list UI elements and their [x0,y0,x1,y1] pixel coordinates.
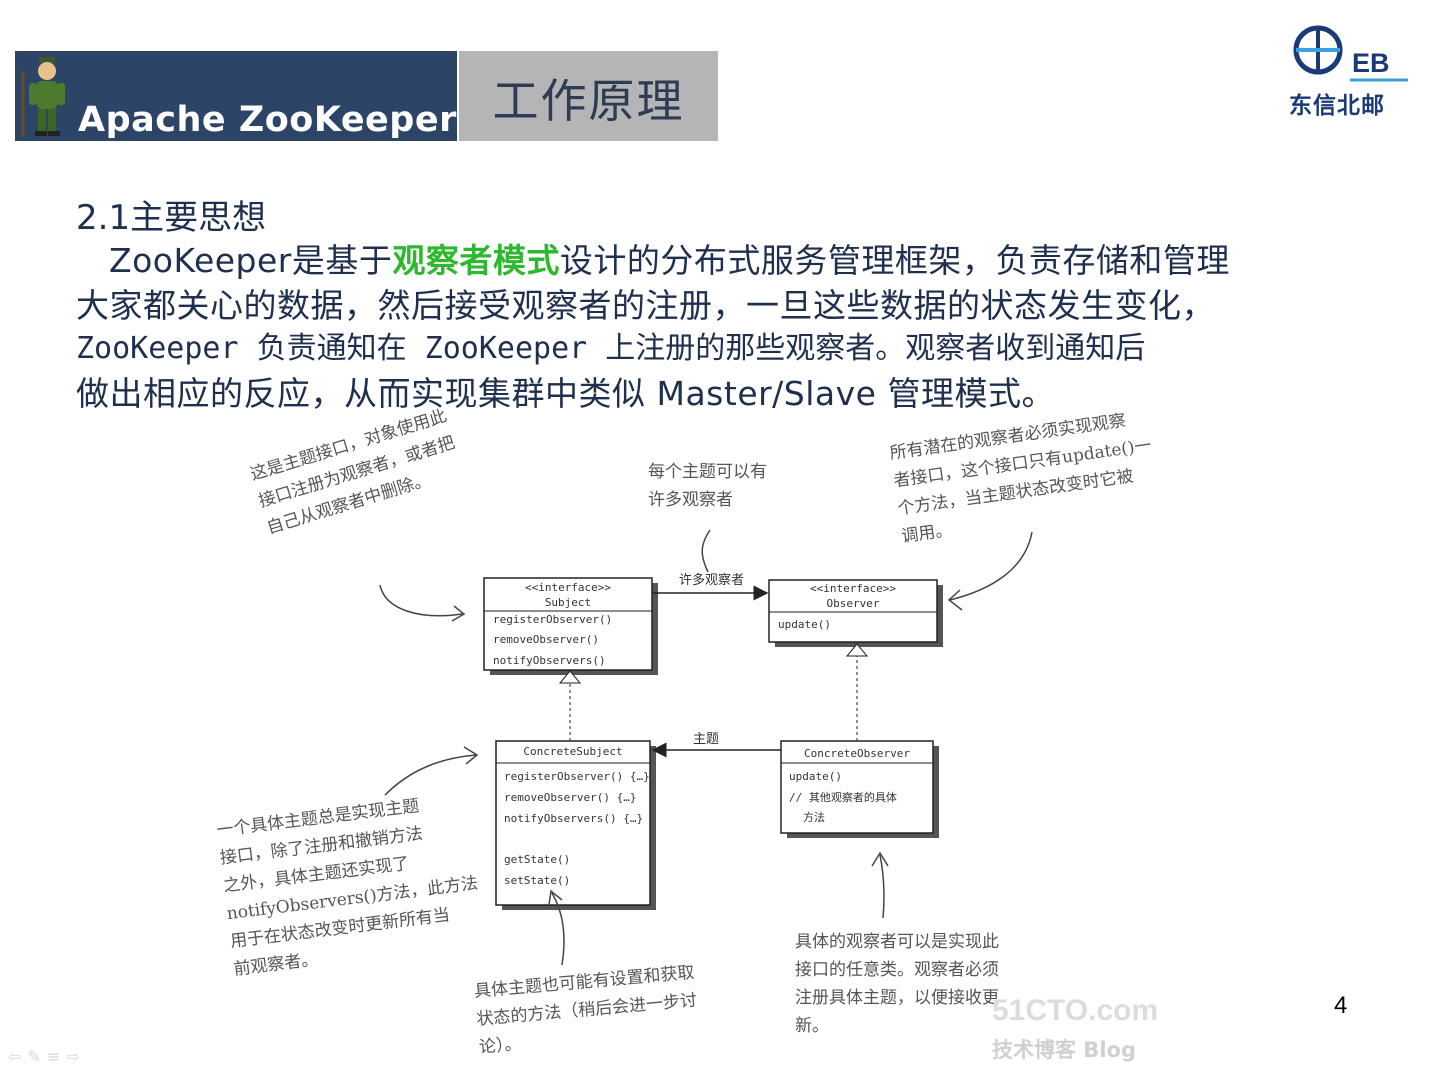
concrete-observer-method-1: update() [789,770,842,783]
arrowhead-icon [871,851,889,867]
arrowhead-icon [548,889,563,906]
concrete-subject-method-5: setState() [504,874,570,887]
zookeeper-mascot-icon [21,57,65,137]
watermark-site: 51CTO.com [992,994,1159,1027]
arrowhead-icon [463,746,479,765]
note-line: 具体的观察者可以是实现此 [795,932,999,952]
observer-note-arrow [949,531,1033,601]
many-note-arrow [701,529,711,573]
concrete-observer-method-2: // 其他观察者的具体 [789,790,897,804]
note-line: 注册具体主题，以便接收更 [795,988,999,1008]
concrete-subject-class-box [495,740,651,906]
next-slide-icon[interactable]: ⇨ [66,1047,86,1066]
concrete-subject-note-arrow [384,754,477,796]
concrete-observer-method-3: 方法 [803,810,825,824]
subject-note-arrow [379,584,463,617]
paragraph-text: 设计的分布式服务管理框架，负责存储和管理 [559,241,1230,280]
product-banner [15,51,457,141]
state-note-arrow [551,892,565,966]
company-logo-icon [1293,25,1408,82]
subject-class-box [483,577,653,671]
observer-class-box [768,579,938,643]
slide-title: 工作原理 [492,74,685,128]
concrete-subject-note: 一个具体主题总是实现主题 接口，除了注册和撤销方法 之外，具体主题还实现了 no… [215,786,486,984]
note-line: 许多观察者 [648,490,733,510]
menu-icon[interactable]: ≡ [46,1047,67,1066]
observer-realization-triangle [845,643,869,657]
concrete-subject-name: ConcreteSubject [523,745,622,758]
observer-method-1: update() [778,618,831,631]
concrete-subject-method-3: notifyObservers() {…} [504,812,643,825]
title-panel [459,51,718,141]
note-line: 每个主题可以有 [648,462,767,482]
note-line: 新。 [795,1016,829,1036]
observer-name: Observer [827,597,880,610]
watermark-subtitle: 技术博客 Blog [992,1038,1136,1062]
highlighted-term: 观察者模式 [392,241,560,280]
observer-stereotype: <<interface>> [810,582,896,595]
concrete-observer-note: 具体的观察者可以是实现此 接口的任意类。观察者必须 注册具体主题，以便接收更 新… [795,928,999,1040]
paragraph-text: ZooKeeper是基于 [76,241,393,280]
arrowhead-icon [947,589,963,611]
concrete-subject-method-2: removeObserver() {…} [504,791,636,804]
concrete-subject-method-4: getState() [504,853,570,866]
concrete-observer-note-arrow [879,854,885,919]
subject-name: Subject [545,596,591,609]
paragraph-line-1: ZooKeeper是基于观察者模式设计的分布式服务管理框架，负责存储和管理 [76,234,1230,282]
section-heading: 2.1主要思想 [76,198,267,238]
paragraph-line-2: 大家都关心的数据，然后接受观察者的注册，一旦这些数据的状态发生变化， [76,286,1215,325]
subject-association-label: 主题 [693,732,719,747]
product-name: Apache ZooKeeper [78,100,457,140]
company-name: 东信北邮 [1289,93,1385,119]
subject-method-1: registerObserver() [493,613,612,626]
paragraph-line-3: ZooKeeper 负责通知在 ZooKeeper 上注册的那些观察者。观察者收… [76,331,1146,366]
concrete-subject-method-1: registerObserver() {…} [504,770,650,783]
many-observers-note: 每个主题可以有 许多观察者 [648,458,767,514]
subject-method-3: notifyObservers() [493,654,606,667]
slideshow-controls: ⇦✎≡⇨ [8,1047,86,1066]
many-observers-label: 许多观察者 [679,572,744,588]
subject-method-2: removeObserver() [493,633,599,646]
page-number: 4 [1334,992,1348,1019]
logo-letters: EB [1352,48,1390,78]
subject-stereotype: <<interface>> [525,581,611,594]
subject-realization-triangle [558,670,582,684]
pen-icon[interactable]: ✎ [27,1047,47,1066]
note-line: 接口的任意类。观察者必须 [795,960,999,980]
concrete-observer-name: ConcreteObserver [804,747,910,760]
previous-slide-icon[interactable]: ⇦ [8,1047,28,1066]
arrowhead-icon [451,605,466,622]
concrete-observer-class-box [780,740,934,834]
paragraph-line-4: 做出相应的反应，从而实现集群中类似 Master/Slave 管理模式。 [76,374,1055,413]
